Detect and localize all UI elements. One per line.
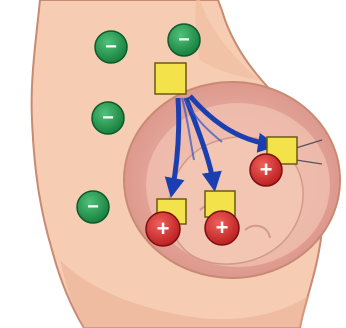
positive-marker: + xyxy=(146,212,180,246)
positive-marker: + xyxy=(205,211,239,245)
positive-symbol: + xyxy=(216,215,229,240)
positive-symbol: + xyxy=(260,157,273,182)
positive-symbol: + xyxy=(157,216,170,241)
positive-marker: + xyxy=(250,154,282,186)
negative-symbol: − xyxy=(105,36,117,58)
negative-symbol: − xyxy=(102,107,114,129)
negative-marker: − xyxy=(92,102,124,134)
negative-marker: − xyxy=(95,31,127,63)
negative-marker: − xyxy=(168,24,200,56)
negative-marker: − xyxy=(77,191,109,223)
negative-symbol: − xyxy=(87,196,99,218)
yellow-square-top xyxy=(155,63,186,94)
negative-symbol: − xyxy=(178,29,190,51)
